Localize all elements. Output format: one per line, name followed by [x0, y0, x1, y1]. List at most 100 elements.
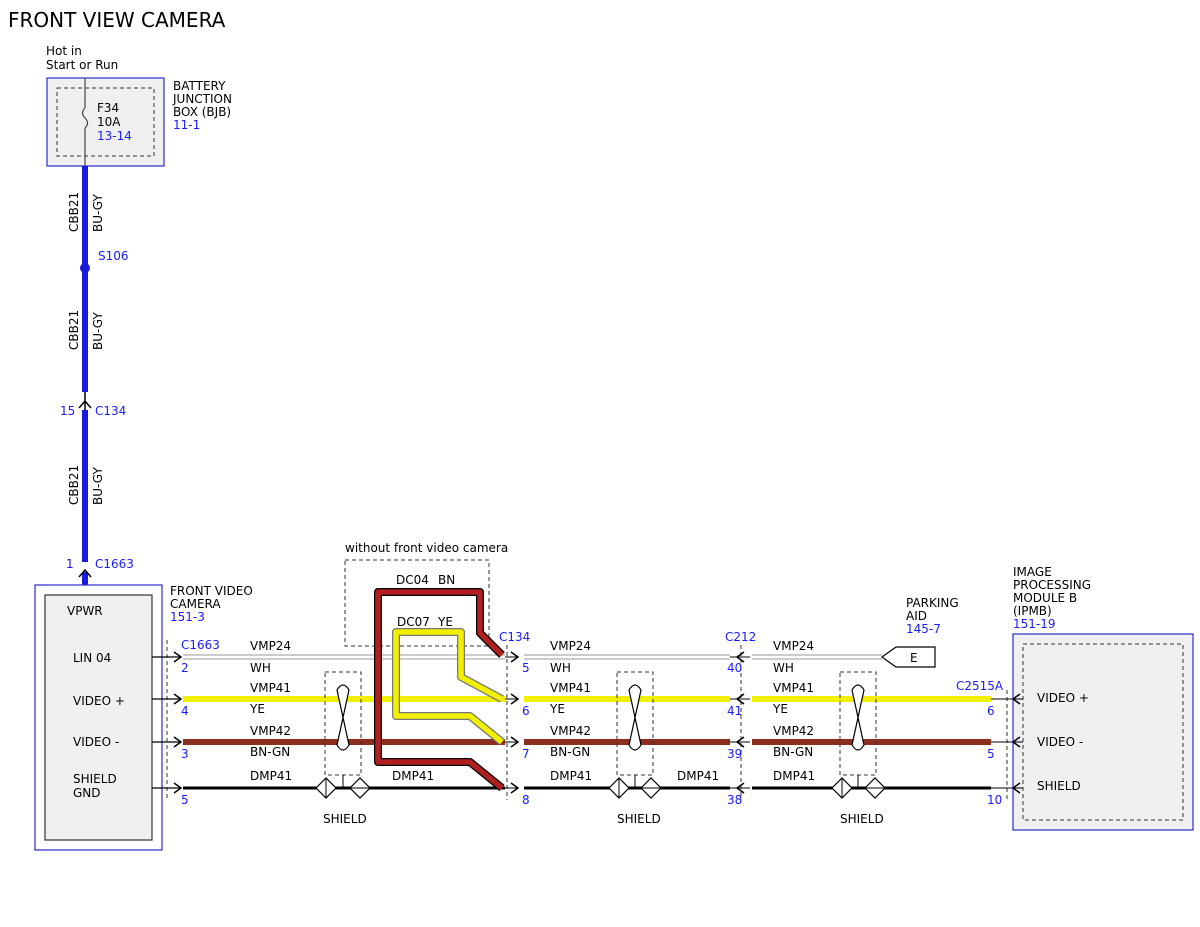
c134-power-label: C134 — [95, 404, 126, 418]
camera-vpwr: VPWR — [67, 604, 103, 618]
c134-pin-2: 6 — [522, 704, 530, 718]
bjb-box — [46, 77, 165, 167]
bjb-label-line2: JUNCTION — [172, 92, 232, 106]
alt-ye-label: YE — [437, 615, 453, 629]
shield-label-2: SHIELD — [617, 812, 661, 826]
power-circuit-2: CBB21 — [67, 310, 81, 350]
ipmb-video-minus: VIDEO - — [1037, 735, 1083, 749]
c212-pin-1: 40 — [727, 661, 742, 675]
c2515a-label: C2515A — [956, 679, 1004, 693]
wire-a-vmp42-label: VMP42 — [250, 724, 291, 738]
alt-dc04-label: DC04 — [396, 573, 429, 587]
camera-video-minus: VIDEO - — [73, 735, 119, 749]
c1663-label: C1663 — [181, 638, 220, 652]
twist-icon-3 — [851, 684, 865, 751]
wire-a-bngn-label: BN-GN — [250, 745, 290, 759]
wire-a-vmp24-label: VMP24 — [250, 639, 291, 653]
wire-a-ye-label: YE — [249, 702, 265, 716]
ipmb-module-box — [1012, 633, 1194, 831]
camera-video-plus: VIDEO + — [73, 694, 125, 708]
camera-shield-line2: GND — [73, 786, 101, 800]
wire-a-vmp41-label: VMP41 — [250, 681, 291, 695]
c134-pin-4: 8 — [522, 793, 530, 807]
camera-lin: LIN 04 — [73, 651, 111, 665]
wire-b-dmp41-label-2: DMP41 — [677, 769, 719, 783]
wire-c-wh-label: WH — [773, 661, 794, 675]
splice-s106-label: S106 — [98, 249, 129, 263]
shield-diamond-icon-3a — [831, 777, 853, 799]
shield-diamond-icon-1a — [315, 777, 337, 799]
c134-label: C134 — [499, 630, 530, 644]
power-color-1: BU-GY — [91, 194, 105, 232]
wire-c-dmp41-label: DMP41 — [773, 769, 815, 783]
alt-bn-label: BN — [438, 573, 455, 587]
camera-name-line1: FRONT VIDEO — [170, 584, 253, 598]
c2515a-pin-2: 5 — [987, 747, 995, 761]
ipmb-label-line1: IMAGE — [1013, 565, 1052, 579]
ipmb-video-plus: VIDEO + — [1037, 691, 1089, 705]
power-color-2: BU-GY — [91, 312, 105, 350]
bjb-ref: 11-1 — [173, 118, 200, 132]
wire-a-dmp41-label: DMP41 — [250, 769, 292, 783]
power-color-3: BU-GY — [91, 467, 105, 505]
shield-label-3: SHIELD — [840, 812, 884, 826]
wire-b-bngn-label: BN-GN — [550, 745, 590, 759]
c1663-power-pin: 1 — [66, 557, 74, 571]
wire-c-bngn-label: BN-GN — [773, 745, 813, 759]
alt-dashed-box — [344, 559, 490, 647]
parking-connector-icon — [880, 646, 936, 668]
ipmb-ref: 151-19 — [1013, 617, 1056, 631]
c134-pin-1: 5 — [522, 661, 530, 675]
fuse-pins: 13-14 — [97, 129, 132, 143]
wire-a-wh-label: WH — [250, 661, 271, 675]
c1663-pin-video-minus: 3 — [181, 747, 189, 761]
c1663-power-connector — [78, 568, 92, 578]
bjb-label-line1: BATTERY — [173, 79, 226, 93]
camera-module-box — [44, 594, 153, 841]
bjb-label-line3: BOX (BJB) — [173, 105, 231, 119]
c2515a-pin-3: 10 — [987, 793, 1002, 807]
camera-ref: 151-3 — [170, 610, 205, 624]
c1663-power-label: C1663 — [95, 557, 134, 571]
c2515a-pin-1: 6 — [987, 704, 995, 718]
c1663-pin-lin: 2 — [181, 661, 189, 675]
fuse-name: F34 — [97, 101, 119, 115]
c212-label: C212 — [725, 630, 756, 644]
ipmb-label-line4: (IPMB) — [1013, 604, 1052, 618]
parking-label-line1: PARKING — [906, 596, 959, 610]
hot-label-line2: Start or Run — [46, 58, 118, 72]
c1663-pin-shield: 5 — [181, 793, 189, 807]
wire-b-dmp41-label: DMP41 — [550, 769, 592, 783]
parking-connector-letter: E — [910, 651, 918, 665]
camera-name-line2: CAMERA — [170, 597, 221, 611]
shield-diamond-icon-2a — [608, 777, 630, 799]
shield-diamond-icon-1b — [349, 777, 371, 799]
jumper-dc04-bn — [374, 588, 505, 792]
wire-b-wh-label: WH — [550, 661, 571, 675]
twist-icon-2 — [628, 684, 642, 751]
c134-pin-arrows — [510, 651, 520, 794]
jumper-dc07-ye — [392, 628, 505, 746]
ipmb-shield: SHIELD — [1037, 779, 1081, 793]
c212-pin-2: 41 — [727, 704, 742, 718]
c212-pin-4: 38 — [727, 793, 742, 807]
alt-dc07-label: DC07 — [397, 615, 430, 629]
c134-pin-3: 7 — [522, 747, 530, 761]
ipmb-label-line3: MODULE B — [1013, 591, 1077, 605]
wire-b-vmp42-label: VMP42 — [550, 724, 591, 738]
twist-icon-1 — [336, 684, 350, 751]
wire-c-vmp41-label: VMP41 — [773, 681, 814, 695]
c1663-pin-arrows — [173, 651, 183, 794]
wire-c-ye-label: YE — [772, 702, 788, 716]
splice-s106-dot — [80, 263, 90, 273]
wire-b-vmp24-label: VMP24 — [550, 639, 591, 653]
shield-diamond-icon-2b — [640, 777, 662, 799]
camera-shield-line1: SHIELD — [73, 772, 117, 786]
page-title: FRONT VIEW CAMERA — [8, 8, 226, 32]
parking-label-line2: AID — [906, 609, 927, 623]
fuse-icon — [81, 107, 89, 129]
wire-b-vmp41-label: VMP41 — [550, 681, 591, 695]
bjb-inner-box — [56, 87, 155, 157]
power-circuit-3: CBB21 — [67, 465, 81, 505]
